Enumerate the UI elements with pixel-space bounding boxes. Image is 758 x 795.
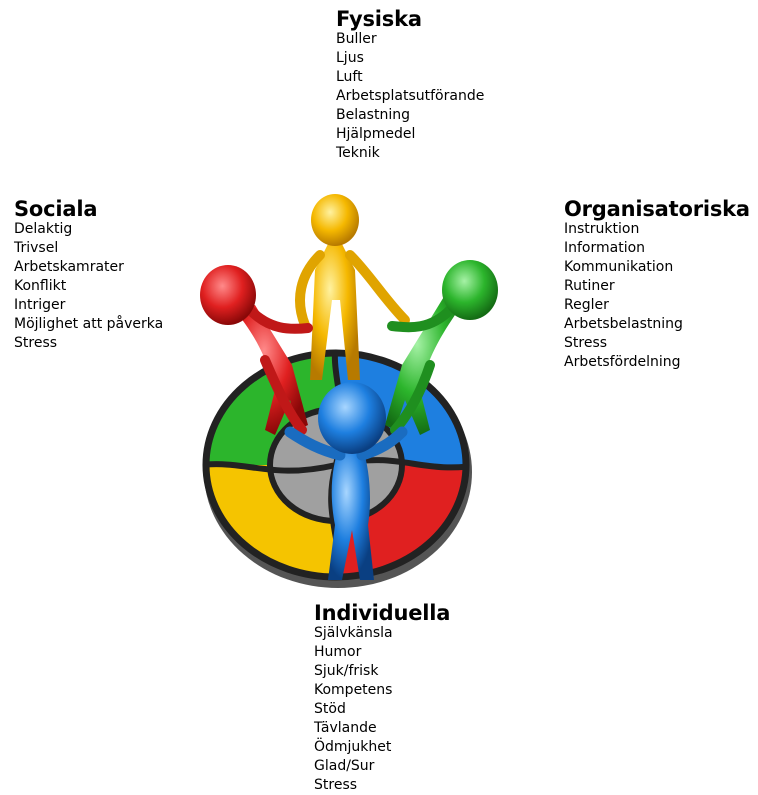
group-title-fysiska: Fysiska bbox=[336, 7, 422, 31]
list-item: Självkänsla bbox=[314, 625, 393, 641]
list-item: Tävlande bbox=[314, 720, 377, 736]
list-item: Trivsel bbox=[14, 240, 59, 256]
list-item: Teknik bbox=[336, 145, 380, 161]
list-item: Ljus bbox=[336, 50, 364, 66]
list-item: Stöd bbox=[314, 701, 346, 717]
list-fysiska: Buller Ljus Luft Arbetsplatsutförande Be… bbox=[336, 30, 484, 163]
list-item: Humor bbox=[314, 644, 362, 660]
group-organisatoriska: Organisatoriska Instruktion Information … bbox=[564, 198, 750, 372]
red-figure bbox=[200, 265, 313, 435]
list-item: Ödmjukhet bbox=[314, 739, 392, 755]
list-item: Regler bbox=[564, 297, 609, 313]
list-item: Delaktig bbox=[14, 221, 73, 237]
list-item: Intriger bbox=[14, 297, 66, 313]
puzzle-figures-illustration bbox=[200, 194, 498, 588]
blue-figure bbox=[284, 382, 408, 580]
group-individuella: Individuella Självkänsla Humor Sjuk/fris… bbox=[314, 602, 450, 795]
list-item: Belastning bbox=[336, 107, 410, 123]
list-item: Instruktion bbox=[564, 221, 640, 237]
list-organisatoriska: Instruktion Information Kommunikation Ru… bbox=[564, 220, 750, 372]
list-item: Stress bbox=[14, 335, 58, 351]
list-item: Arbetsbelastning bbox=[564, 316, 683, 332]
group-title-individuella: Individuella bbox=[314, 601, 451, 625]
list-item: Information bbox=[564, 240, 646, 256]
list-item: Möjlighet att påverka bbox=[14, 316, 164, 332]
list-item: Sjuk/frisk bbox=[314, 663, 379, 679]
list-item: Arbetskamrater bbox=[14, 259, 124, 275]
list-item: Konflikt bbox=[14, 278, 67, 294]
list-individuella: Självkänsla Humor Sjuk/frisk Kompetens S… bbox=[314, 624, 450, 795]
list-item: Glad/Sur bbox=[314, 758, 375, 774]
list-item: Stress bbox=[314, 777, 358, 793]
list-item: Arbetsplatsutförande bbox=[336, 88, 485, 104]
green-figure bbox=[385, 260, 498, 435]
list-item: Buller bbox=[336, 31, 377, 47]
list-item: Kompetens bbox=[314, 682, 393, 698]
list-item: Stress bbox=[564, 335, 608, 351]
group-fysiska: Fysiska Buller Ljus Luft Arbetsplatsutfö… bbox=[336, 8, 484, 163]
list-sociala: Delaktig Trivsel Arbetskamrater Konflikt… bbox=[14, 220, 163, 353]
group-title-organisatoriska: Organisatoriska bbox=[564, 197, 750, 221]
yellow-figure bbox=[295, 194, 410, 380]
list-item: Arbetsfördelning bbox=[564, 354, 681, 370]
list-item: Luft bbox=[336, 69, 363, 85]
group-sociala: Sociala Delaktig Trivsel Arbetskamrater … bbox=[14, 198, 163, 353]
list-item: Hjälpmedel bbox=[336, 126, 416, 142]
group-title-sociala: Sociala bbox=[14, 197, 98, 221]
list-item: Rutiner bbox=[564, 278, 615, 294]
list-item: Kommunikation bbox=[564, 259, 674, 275]
